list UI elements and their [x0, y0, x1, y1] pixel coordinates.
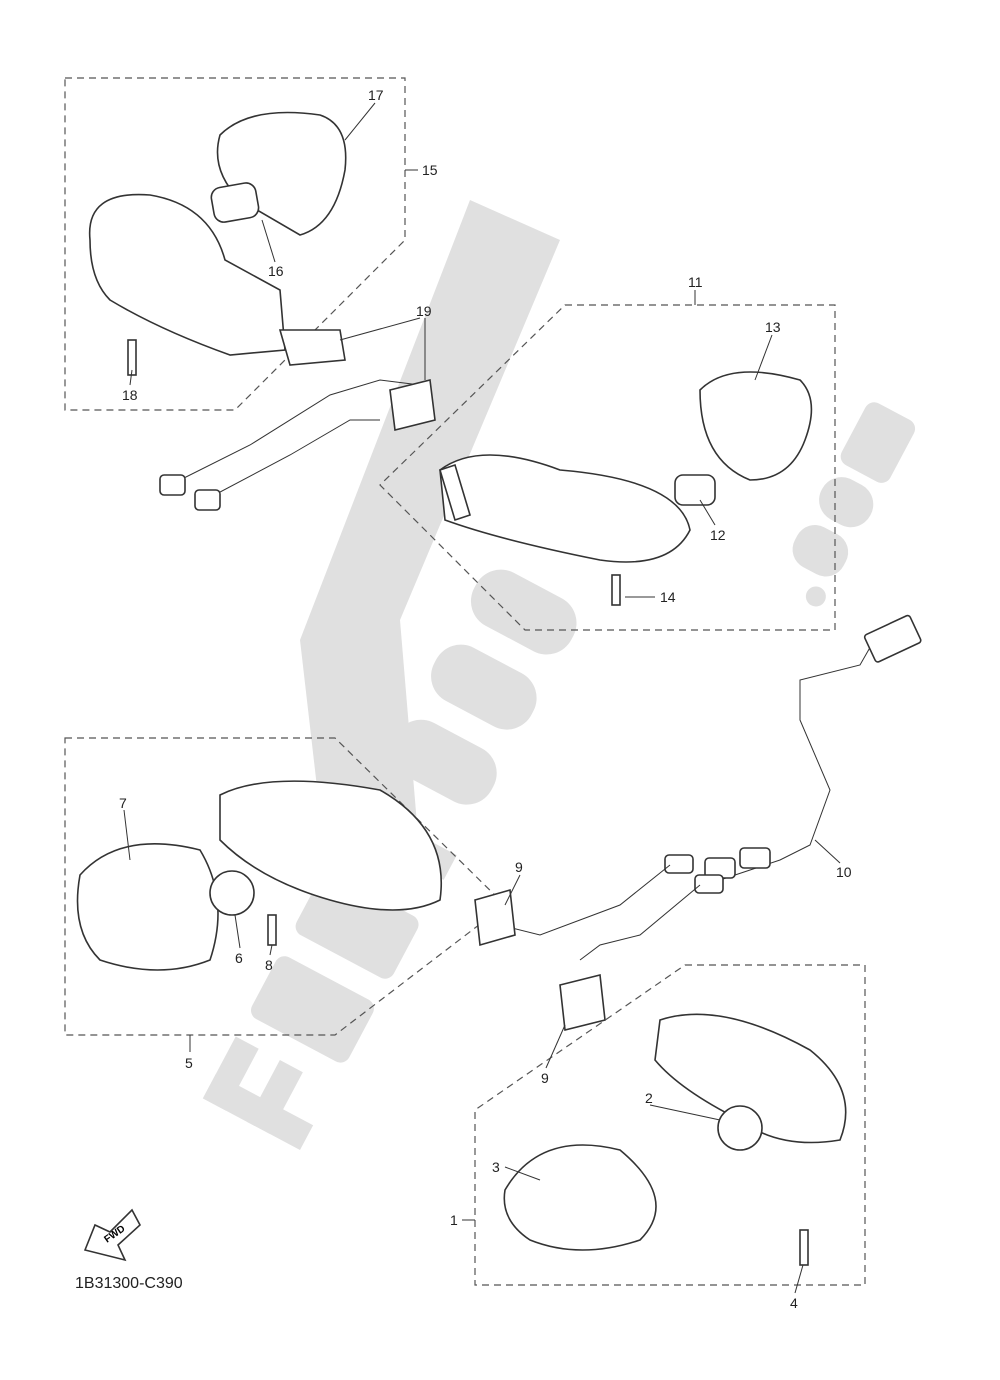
callout-9a: 9 [515, 859, 523, 875]
callout-5: 5 [185, 1055, 193, 1071]
callout-13: 13 [765, 319, 781, 335]
callout-16: 16 [268, 263, 284, 279]
callout-18: 18 [122, 387, 138, 403]
group-box-1 [474, 964, 866, 1286]
callout-19: 19 [416, 303, 432, 319]
diagram-code: 1B31300-C390 [75, 1275, 183, 1292]
callout-3: 3 [492, 1159, 500, 1175]
turn-signal-rear-right [439, 371, 813, 606]
callout-2: 2 [645, 1090, 653, 1106]
turn-signal-rear-left [88, 111, 347, 376]
group-box-11 [379, 304, 836, 631]
callout-10: 10 [836, 864, 852, 880]
callout-11: 11 [688, 274, 703, 290]
callout-1: 1 [450, 1212, 458, 1228]
group-box-5 [64, 737, 506, 1036]
callout-8: 8 [265, 957, 273, 973]
callout-12: 12 [710, 527, 726, 543]
callout-4: 4 [790, 1295, 798, 1311]
turn-signal-front-left [76, 780, 516, 971]
callout-15: 15 [422, 162, 438, 178]
fwd-arrow-icon: FWD [83, 1208, 141, 1262]
callout-17: 17 [368, 87, 384, 103]
callout-6: 6 [235, 950, 243, 966]
callout-14: 14 [660, 589, 676, 605]
callout-7: 7 [119, 795, 127, 811]
turn-signal-front-right [503, 974, 847, 1266]
callout-9b: 9 [541, 1070, 549, 1086]
